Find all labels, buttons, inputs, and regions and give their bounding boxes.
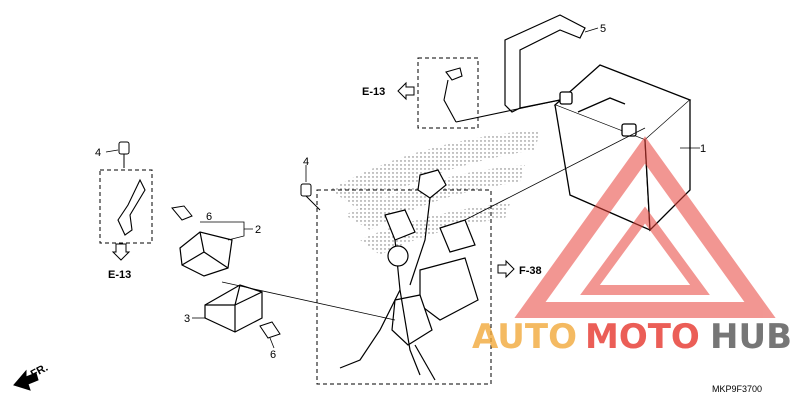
- ref-arrow-f38: [497, 259, 515, 279]
- battery: [553, 64, 692, 232]
- callout-fuse-bottom: 6: [270, 349, 276, 361]
- watermark-triangle-icon: [514, 136, 776, 318]
- leader-lines: [105, 27, 700, 349]
- bracket-left: [117, 178, 146, 236]
- e13-top-group-box: [417, 57, 479, 129]
- callout-battery-band: 5: [600, 23, 606, 35]
- wire-harness: [339, 169, 479, 381]
- direction-label: FR.: [29, 362, 50, 381]
- callout-fuse-top: 6: [206, 211, 212, 223]
- watermark-text: AUTO MOTO HUB: [472, 317, 792, 357]
- fuse-box: [204, 284, 263, 333]
- part-code: MKP9F3700: [712, 384, 762, 394]
- harness-group-box: [316, 189, 492, 385]
- ref-arrow-e13-top: [397, 81, 415, 101]
- fuse-top: [171, 205, 193, 221]
- fuse-bottom: [259, 321, 281, 339]
- ref-label-e13-left[interactable]: E-13: [108, 269, 131, 281]
- callout-bolt-center: 4: [303, 156, 309, 168]
- relay: [179, 231, 233, 277]
- watermark-moto: MOTO: [585, 317, 700, 357]
- wire-clip-top: [443, 67, 561, 123]
- watermark-logo: [514, 136, 776, 318]
- bolt-center: [300, 183, 321, 211]
- watermark-hub: HUB: [710, 317, 792, 357]
- callout-battery: 1: [700, 143, 706, 155]
- ref-label-f38[interactable]: F-38: [519, 265, 542, 277]
- callout-fuse-box: 3: [184, 313, 190, 325]
- ref-label-e13-top[interactable]: E-13: [362, 86, 385, 98]
- bolt-left: [118, 141, 130, 168]
- e13-left-group-box: [99, 169, 153, 244]
- watermark-auto: AUTO: [472, 317, 577, 357]
- callout-bolt-left: 4: [95, 147, 101, 159]
- ref-arrow-e13-left: [111, 243, 131, 261]
- callout-relay: 2: [255, 224, 261, 236]
- direction-arrow-fr: [13, 369, 39, 391]
